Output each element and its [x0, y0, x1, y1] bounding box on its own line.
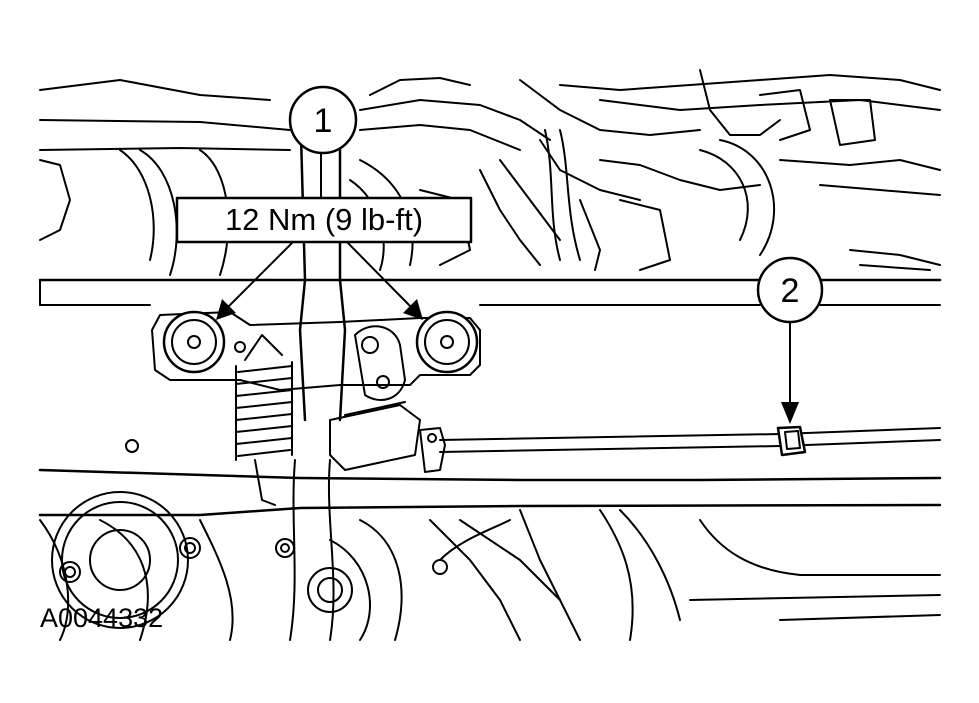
parking-brake-cable — [439, 427, 941, 453]
return-spring — [235, 334, 293, 506]
cable-clip — [776, 425, 807, 457]
arrowhead-right-nut — [403, 299, 423, 320]
right-nut — [415, 310, 479, 374]
callout-1-leaders — [226, 149, 413, 309]
torque-spec-box — [175, 196, 473, 244]
callout-1-number: 1 — [314, 102, 333, 140]
callout-2-number: 2 — [781, 272, 800, 310]
bracket-hole — [234, 341, 246, 353]
callout-2-circle — [756, 256, 824, 324]
background-structure — [38, 69, 942, 641]
callout-1-circle — [288, 85, 358, 155]
arrowhead-left-nut — [216, 299, 236, 320]
left-nut — [162, 310, 226, 374]
torque-spec-label: 12 Nm (9 lb-ft) — [225, 202, 423, 237]
figure-id: A0044332 — [40, 603, 163, 633]
arrowhead-cable-clip — [781, 402, 799, 424]
